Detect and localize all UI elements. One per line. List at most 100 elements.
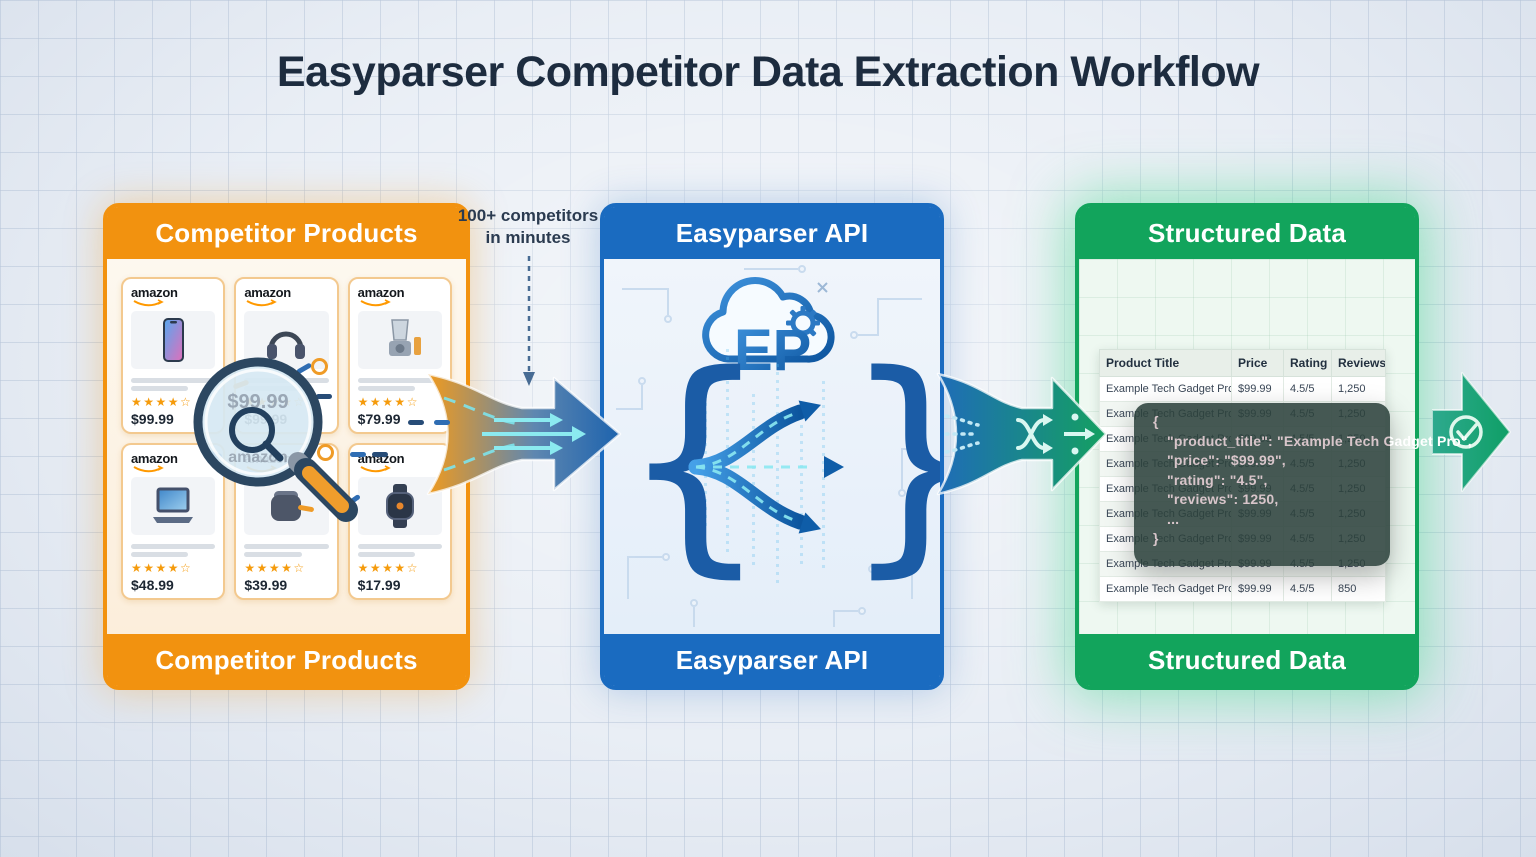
amazon-smile-icon [360,299,391,307]
inner-magnifier-icon [229,407,275,453]
flow-arrow-api-to-output [936,372,1108,496]
table-row: Example Tech Gadget Pro $99.99 4.5/5 850 [1099,576,1386,602]
easyparser-cloud-logo: EP [702,277,835,383]
json-line: ... [1167,510,1180,527]
smartphone-icon [163,318,185,362]
table-header-cell: Reviews [1331,349,1386,377]
shuffle-icon [1016,418,1046,450]
decor-dash [350,452,366,457]
placeholder-text-line [131,552,189,557]
table-cell-price: $99.99 [1231,376,1284,402]
table-cell-reviews: 1,250 [1331,376,1386,402]
amazon-smile-icon [360,465,391,473]
json-line: "rating": "4.5", [1167,471,1268,488]
distribute-icon [1064,413,1095,455]
magnified-price-text: $99.99 [227,391,288,413]
table-cell-rating: 4.5/5 [1283,576,1332,602]
star-rating: ★★★★☆ [357,395,419,409]
data-flow-arrows [688,400,844,534]
placeholder-text-line [244,552,302,557]
json-line: } [1153,530,1159,546]
brace-right: } [842,344,940,579]
decor-dot [317,444,334,461]
json-line: "reviews": 1250, [1167,491,1279,507]
table-header-row: Product Title Price Rating Reviews [1099,349,1386,377]
panel-api-header: Easyparser API [604,207,940,259]
star-rating: ★★★★☆ [131,561,193,575]
table-header-cell: Price [1231,349,1284,377]
star-rating: ★★★★☆ [131,395,193,409]
placeholder-text-line [244,544,329,549]
decor-dash [316,394,332,399]
star-rating: ★★★★☆ [357,561,419,575]
speaker-icon [271,491,302,521]
placeholder-text-line [131,386,189,391]
annotation-label: 100+ competitors in minutes [457,206,599,248]
json-lines: { "product_title": "Example Tech Gadget P… [1134,412,1472,549]
placeholder-text-line [357,386,415,391]
panel-source-footer: Competitor Products [107,634,466,686]
json-line: "price": "$99.99", [1167,452,1286,468]
product-price: $39.99 [244,577,288,593]
star-rating: ★★★★☆ [244,561,306,575]
table-header-cell: Rating [1283,349,1332,377]
table-cell-reviews: 850 [1331,576,1386,602]
panel-source-header: Competitor Products [107,207,466,259]
table-cell-title: Example Tech Gadget Pro [1099,576,1232,602]
table-cell-title: Example Tech Gadget Pro [1099,376,1232,402]
table-cell-price: $99.99 [1231,576,1284,602]
table-row: Example Tech Gadget Pro $99.99 4.5/5 1,2… [1099,376,1386,402]
flow-arrow-source-to-api [426,372,622,496]
decor-dash [372,452,388,457]
product-image [357,311,442,369]
product-image [131,477,216,535]
placeholder-text-line [131,544,216,549]
panel-output-header: Structured Data [1079,207,1415,259]
amazon-smile-icon [246,299,278,307]
product-price: $17.99 [357,577,401,593]
amazon-smile-icon [133,299,164,307]
product-card: amazon ★★★★☆ $48.99 [121,443,226,600]
panel-easyparser-api: Easyparser API [600,203,944,690]
placeholder-text-line [131,378,216,383]
json-line: "product_title": "Example Tech Gadget Pr… [1167,432,1472,449]
amazon-smile-icon [133,465,164,473]
placeholder-text-line [357,544,442,549]
product-price: $79.99 [357,411,401,427]
decor-dash [408,420,424,425]
placeholder-text-line [357,552,415,557]
product-card: amazon ★★★★☆ $79.99 [347,277,452,434]
page-title: Easyparser Competitor Data Extraction Wo… [276,48,1260,96]
blender-icon [388,319,421,356]
amazon-logo: amazon [357,285,405,300]
digital-rain-decor [752,394,755,569]
digital-rain-decor [822,381,825,571]
amazon-logo: amazon [357,451,405,466]
json-line: { [1153,413,1159,429]
gear-icon [786,306,820,340]
magnifier-icon: $99.99 amazon [193,357,358,522]
table-cell-rating: 4.5/5 [1283,376,1332,402]
amazon-logo: amazon [131,451,178,466]
product-image [244,477,329,535]
smartwatch-icon [385,484,414,528]
checkmark-icon [1449,415,1483,449]
ep-logo-text: EP [734,318,811,383]
panel-api-body: EP { } [604,259,940,634]
digital-rain-decor [704,379,707,529]
product-image [357,477,442,535]
placeholder-text-line [357,378,442,383]
decor-dot [311,358,328,375]
circuit-pattern [616,265,922,627]
dashed-arrow-down-icon [523,256,535,386]
laptop-icon [153,487,194,523]
table-header-cell: Product Title [1099,349,1232,377]
product-price: $48.99 [131,577,174,593]
digital-rain-decor [800,409,803,569]
json-snippet: { "product_title": "Example Tech Gadget P… [1134,403,1472,566]
panel-output-footer: Structured Data [1079,634,1415,686]
panel-api-footer: Easyparser API [604,634,940,686]
product-price: $99.99 [131,411,174,427]
product-card: amazon ★★★★☆ $17.99 [347,443,452,600]
